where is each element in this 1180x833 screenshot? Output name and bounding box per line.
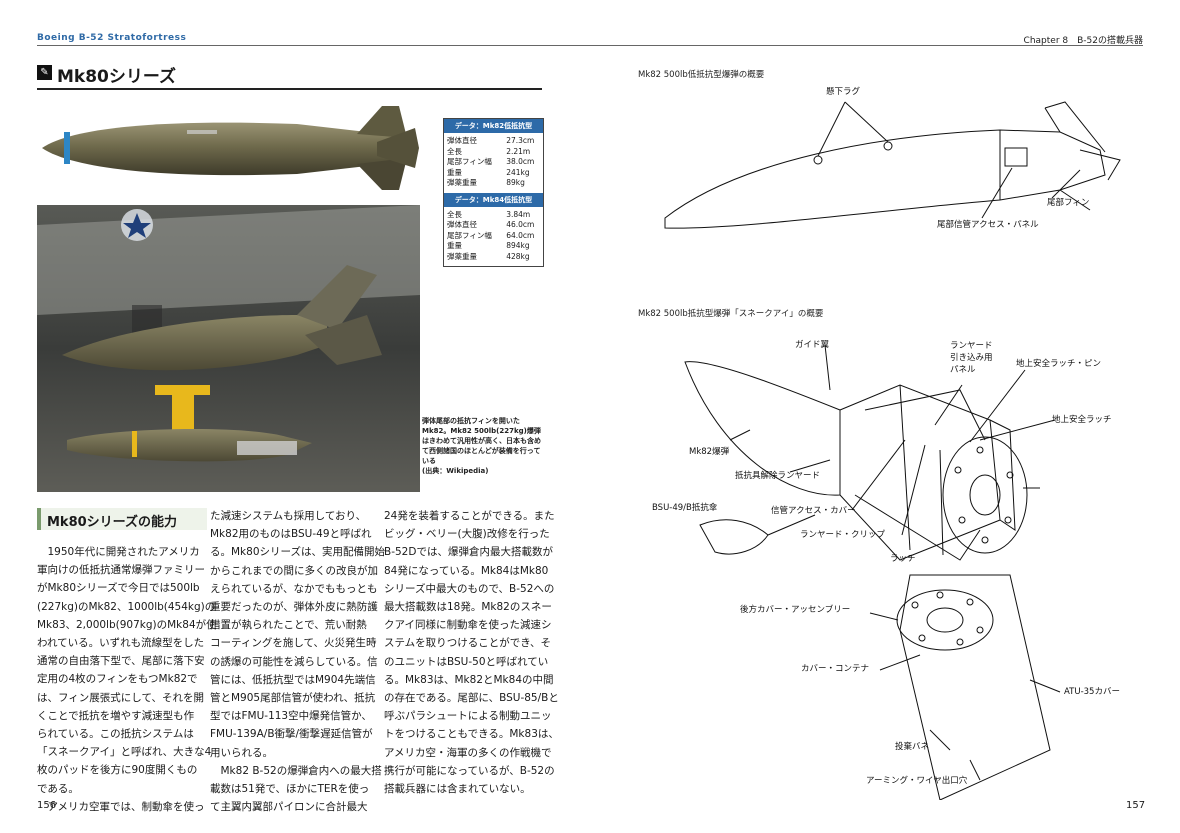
- spec-key: 弾体直径: [447, 220, 477, 229]
- spec-value: 894kg: [506, 241, 530, 250]
- spec-value: 428kg: [506, 251, 530, 261]
- label-rear-cover: 後方カバー・アッセンブリー: [740, 605, 851, 615]
- body-column-1: 1950年代に開発されたアメリカ 軍向けの低抵抗通常爆弾ファミリー がMk80シ…: [37, 546, 217, 813]
- label-spring: 投棄バネ: [895, 742, 930, 752]
- body-column-2: た減速システムも採用しており、 Mk82用のものはBSU-49と呼ばれ る。Mk…: [210, 510, 385, 814]
- label-arming-wire: アーミング・ワイヤ出口穴: [866, 776, 968, 786]
- diagram2-title: Mk82 500lb抵抗型爆弾「スネークアイ」の概要: [638, 309, 824, 319]
- bomb-side-illustration: [42, 106, 419, 190]
- page-title: Mk80シリーズ: [57, 67, 177, 87]
- label-fuze-panel: 尾部信管アクセス・パネル: [937, 220, 1039, 230]
- label-lug: 懸下ラグ: [826, 87, 861, 97]
- label-tail-fin: 尾部フィン: [1047, 198, 1090, 208]
- spec-value: 89kg: [506, 178, 525, 187]
- photo-caption: 弾体尾部の抵抗フィンを開いたMk82。Mk82 500lb(227kg)爆弾はき…: [422, 417, 541, 475]
- page-number-right: 157: [1126, 800, 1146, 811]
- label-cover-container: カバー・コンテナ: [801, 664, 870, 674]
- spec-heading-mk84: データ：Mk84低抵抗型: [444, 192, 543, 207]
- spec-value: 2.21m: [506, 146, 531, 156]
- page-number-left: 156: [37, 800, 57, 811]
- spec-value: 38.0cm: [506, 157, 535, 166]
- diagram2-snakeeye-drawing: [684, 344, 1061, 800]
- label-ground-latch: 地上安全ラッチ: [1052, 415, 1112, 425]
- section-title: Mk80シリーズの能力: [47, 515, 178, 530]
- running-header-left: Boeing B-52 Stratofortress: [37, 33, 187, 43]
- spec-value: 27.3cm: [506, 136, 535, 145]
- label-latch: ラッチ: [890, 554, 916, 564]
- spec-data-box: データ：Mk82低抵抗型 弾体直径 27.3cm 全長 2.21m 尾部フィン幅 38…: [443, 118, 544, 267]
- pencil-icon: ✎: [37, 65, 52, 80]
- label-lanyard-clip: ランヤード・クリップ: [800, 530, 886, 540]
- spec-value: 46.0cm: [506, 220, 535, 229]
- spec-key: 全長: [447, 209, 462, 219]
- spec-key: 全長: [447, 146, 462, 156]
- label-ground-latch-pin: 地上安全ラッチ・ピン: [1016, 359, 1102, 369]
- spec-value: 64.0cm: [506, 230, 535, 240]
- running-header-right: Chapter 8 B-52の搭載兵器: [1023, 36, 1143, 46]
- label-guide-vane: ガイド翼: [795, 340, 830, 350]
- article-title-bar: ✎ Mk80シリーズ: [37, 62, 542, 90]
- label-mk82-bomb: Mk82爆弾: [689, 447, 730, 457]
- label-lanyard-panel: ランヤード 引き込み用 パネル: [950, 341, 993, 375]
- museum-photo: [37, 205, 420, 492]
- diagram1-bomb-drawing: [664, 101, 1121, 229]
- spec-value: 3.84m: [506, 209, 531, 219]
- label-bsu49: BSU-49/B抵抗傘: [652, 503, 718, 513]
- spec-key: 弾体直径: [447, 136, 477, 145]
- body-column-3: 24発を装着することができる。また ビッグ・ベリー(大腹)改修を行った B-52…: [384, 510, 559, 796]
- spec-key: 弾薬重量: [447, 251, 477, 261]
- spec-key: 弾薬重量: [447, 178, 477, 187]
- label-atu35: ATU-35カバー: [1064, 687, 1120, 697]
- section-title-box: Mk80シリーズの能力: [37, 508, 207, 530]
- nose-band: [64, 132, 70, 164]
- spec-heading-mk82: データ：Mk82低抵抗型: [444, 119, 543, 133]
- spec-key: 尾部フィン幅: [447, 230, 492, 240]
- label-release-lanyard: 抵抗具解除ランヤード: [735, 471, 821, 481]
- diagram1-title: Mk82 500lb低抵抗型爆弾の概要: [638, 70, 765, 80]
- spec-value: 241kg: [506, 167, 530, 177]
- header-rule: [37, 45, 1143, 46]
- spec-key: 重量: [447, 241, 462, 250]
- label-fuze-cover: 信管アクセス・カバー: [771, 506, 856, 516]
- spec-key: 重量: [447, 167, 462, 177]
- spec-key: 尾部フィン幅: [447, 157, 492, 166]
